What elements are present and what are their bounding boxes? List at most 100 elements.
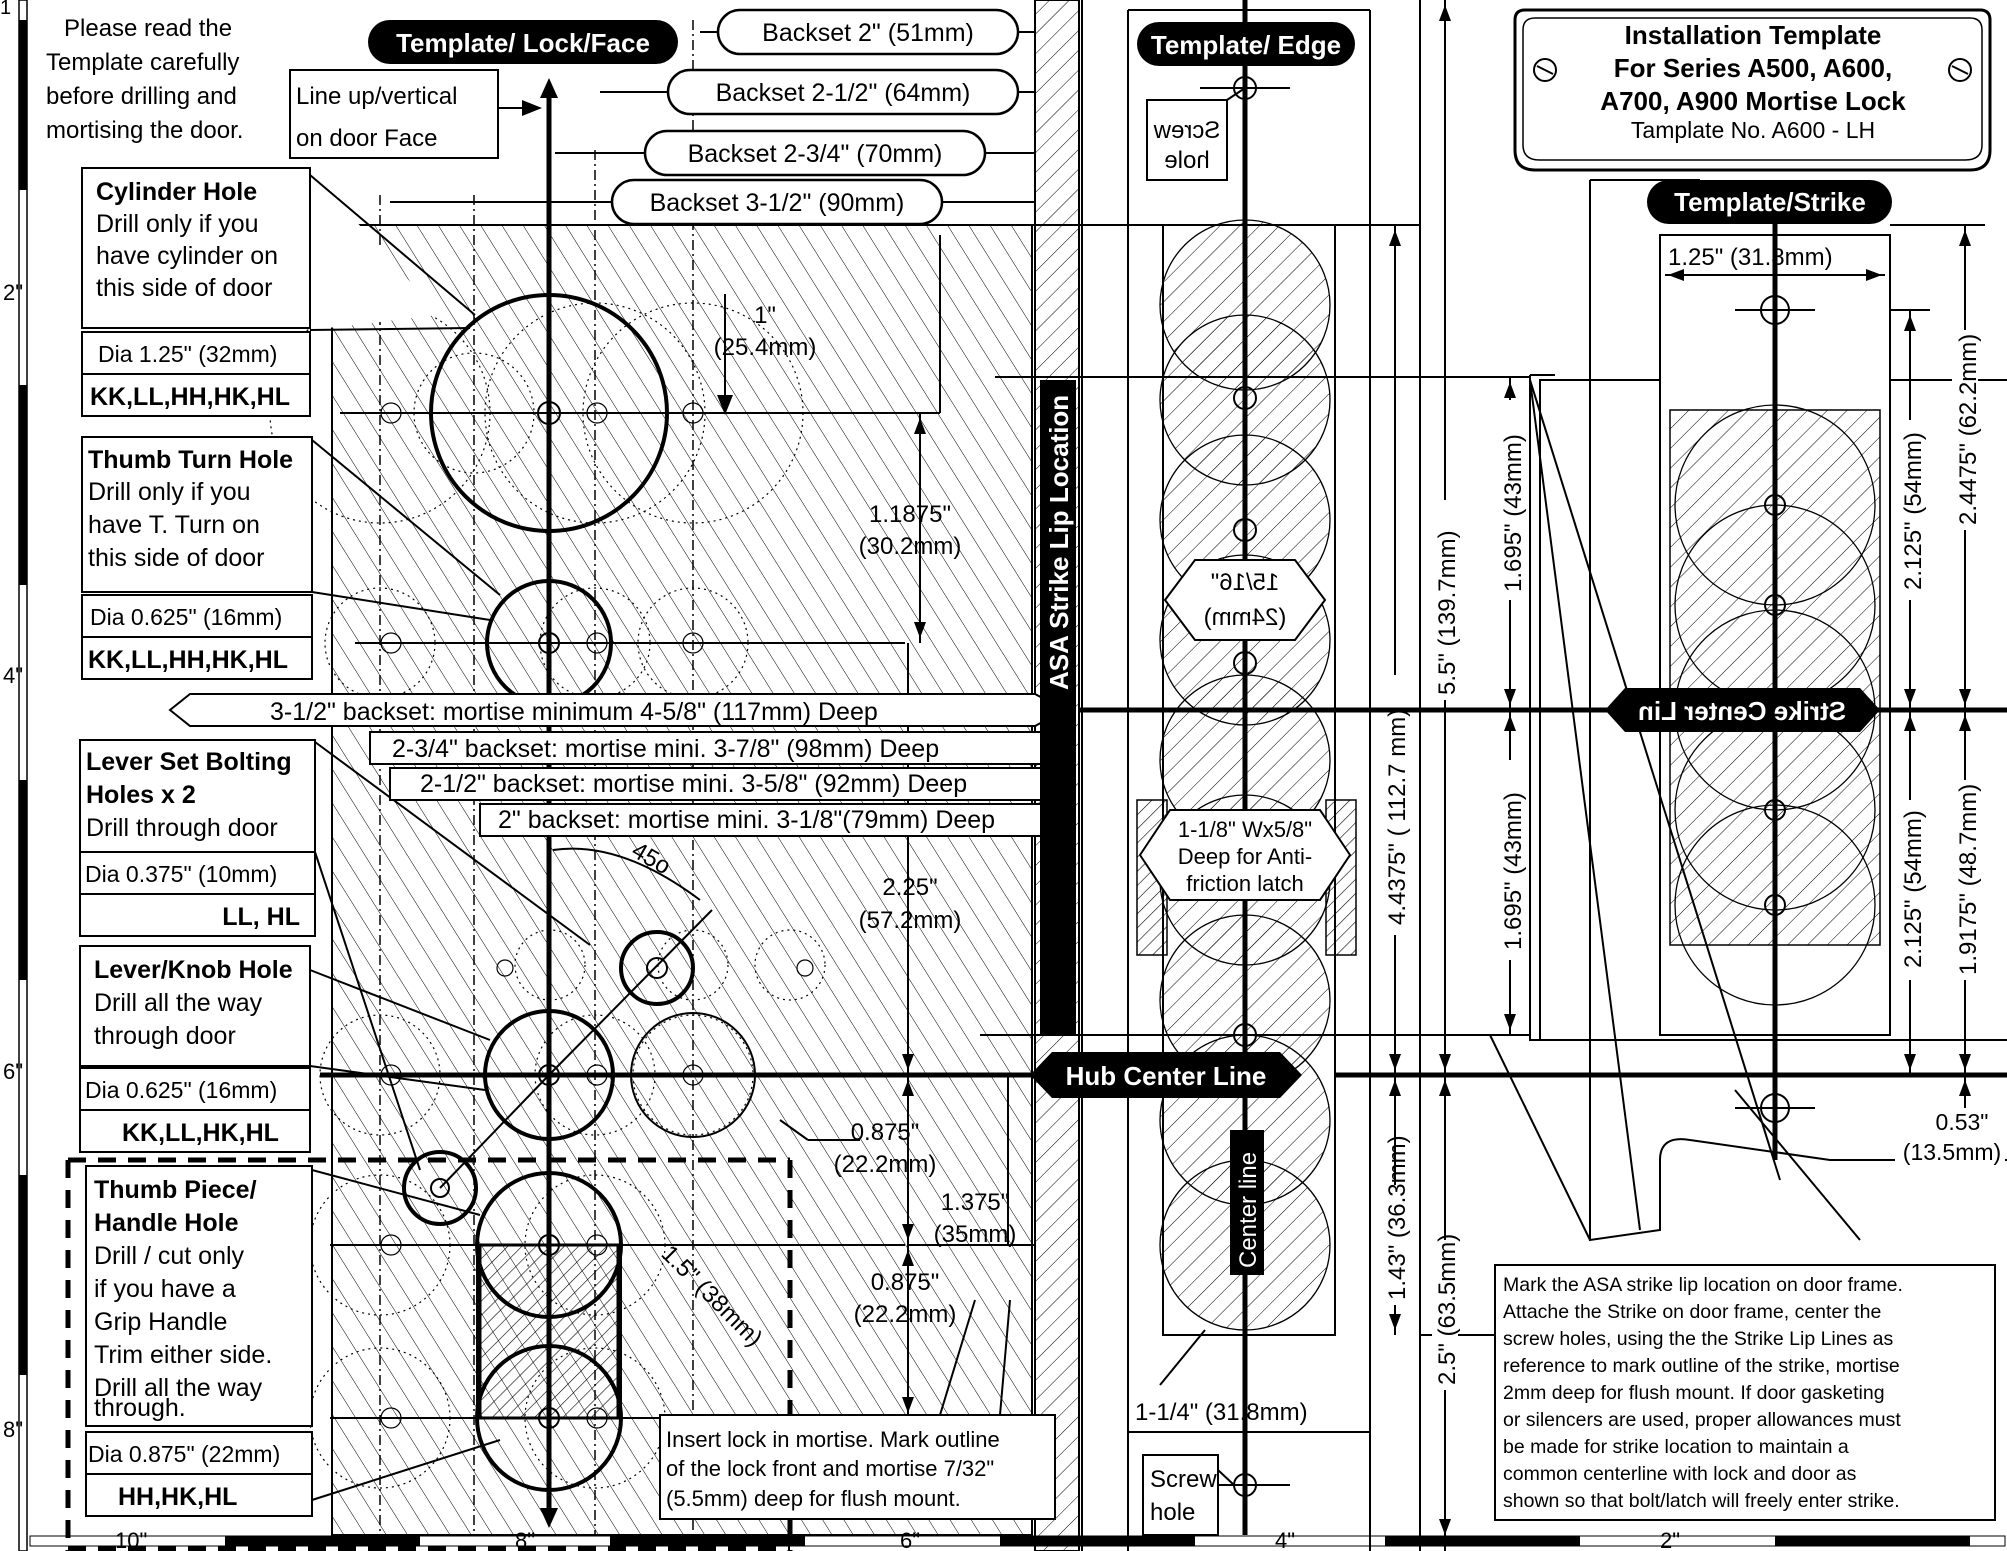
center-line-label: Center line (1235, 1152, 1262, 1268)
title-line-4: Tamplate No. A600 - LH (1631, 117, 1875, 143)
dim-225-a: 2.25" (882, 874, 937, 901)
cylinder-codes: KK,LL,HH,HK,HL (90, 383, 290, 411)
thumb-piece-title-1: Thumb Piece/ (94, 1176, 257, 1204)
lever-knob-hole (483, 1009, 615, 1141)
edge-title: Template/ Edge (1151, 30, 1341, 60)
dim-0875a-a: 0.875" (851, 1119, 920, 1146)
thumb-turn-dia: Dia 0.625" (16mm) (90, 604, 282, 630)
ruler-tick-2: 2" (3, 280, 23, 305)
strike-note: Mark the ASA strike lip location on door… (1494, 1264, 1996, 1521)
strike-note-1: Mark the ASA strike lip location on door… (1503, 1274, 1903, 1296)
thumb-piece-desc-5: Drill all the way (94, 1374, 263, 1402)
dim-1695a: 1.695" (43mm) (1500, 434, 1527, 592)
dim-2125b: 2.125" (54mm) (1900, 810, 1927, 968)
thumb-piece-zone (65, 1157, 793, 1551)
thumb-turn-hole-label: Thumb Turn Hole Drill only if you have T… (81, 436, 501, 680)
mortise-depth-2: 2" backset: mortise mini. 3-1/8"(79mm) D… (498, 806, 995, 834)
strike-note-9: shown so that bolt/latch will freely ent… (1503, 1490, 1900, 1512)
strike-note-6: or silencers are used, proper allowances… (1503, 1409, 1901, 1431)
ruler-tick-10: 10" (115, 1528, 147, 1551)
intro-line-3: before drilling and (46, 83, 237, 110)
dim-44375: 4.4375" ( 112.7 mm) (1384, 709, 1411, 925)
cylinder-desc-3: this side of door (96, 274, 273, 302)
lever-bolt-title-1: Lever Set Bolting (86, 748, 292, 776)
insert-note-3: (5.5mm) deep for flush mount. (666, 1486, 961, 1511)
cylinder-title: Cylinder Hole (96, 178, 257, 206)
title-plate: Installation Template For Series A500, A… (1513, 8, 1992, 172)
cylinder-dia: Dia 1.25" (32mm) (98, 341, 277, 367)
lever-knob-desc-2: through door (94, 1022, 236, 1050)
intro-text: Please read the Template carefully befor… (46, 15, 243, 144)
insert-note-2: of the lock front and mortise 7/32" (666, 1456, 994, 1481)
thumb-turn-desc-1: Drill only if you (88, 478, 251, 506)
lever-bolt-label: Lever Set Bolting Holes x 2 Drill throug… (79, 739, 591, 1171)
title-line-2: For Series A500, A600, (1614, 53, 1892, 83)
lever-knob-codes: KK,LL,HK,HL (122, 1119, 279, 1147)
cylinder-hole-label: Cylinder Hole Drill only if you have cyl… (81, 167, 476, 417)
dim-2125a: 2.125" (54mm) (1900, 432, 1927, 590)
lever-knob-label: Lever/Knob Hole Drill all the way throug… (79, 945, 491, 1153)
dim-225-b: (57.2mm) (859, 907, 962, 934)
ruler-tick-1: 1 (0, 0, 11, 19)
latch-line-3: friction latch (1186, 871, 1303, 896)
thumb-turn-title: Thumb Turn Hole (88, 446, 293, 474)
insert-lock-note: Insert lock in mortise. Mark outline of … (659, 1299, 1056, 1520)
backset-2-1-2: Backset 2-1/2" (64mm) (716, 79, 971, 107)
mortise-depth-3-1-2: 3-1/2" backset: mortise minimum 4-5/8" (… (270, 698, 878, 726)
lever-bolt-title-2: Holes x 2 (86, 781, 196, 809)
thumb-piece-desc-4: Trim either side. (94, 1341, 272, 1369)
screw-hole-top-2: hole (1164, 147, 1209, 174)
strike-note-7: be made for strike location to maintain … (1503, 1436, 1849, 1458)
lock-face-label: Template/ Lock/Face (368, 20, 678, 64)
cylinder-desc-1: Drill only if you (96, 210, 259, 238)
ruler-tick-4: 4" (3, 663, 23, 688)
cylinder-desc-2: have cylinder on (96, 242, 278, 270)
hub-center-line: Hub Center Line (1030, 1052, 1302, 1098)
ruler-tick-6: 6" (3, 1059, 23, 1084)
thumb-turn-desc-3: this side of door (88, 544, 265, 572)
strike-center-line-label: Strike Center Lin (1638, 696, 1846, 726)
thumb-piece-desc-2: if you have a (94, 1275, 236, 1303)
strike-note-4: reference to mark outline of the strike,… (1503, 1355, 1900, 1377)
dim-55: 5.5" (139.7mm) (1434, 530, 1461, 695)
thumb-piece-desc-3: Grip Handle (94, 1308, 227, 1336)
strike-lip-location-label: ASA Strike Lip Location (1044, 395, 1074, 690)
ruler-tick-4b: 4" (1275, 1528, 1295, 1551)
edge-template: Template/ Edge Screw hole 15/16" (24mm) … (1081, 0, 1421, 1551)
cylinder-hole (429, 293, 669, 533)
intro-line-4: mortising the door. (46, 117, 243, 144)
strike-dimensions: 1.695" (43mm) 1.695" (43mm) 2.125" (54mm… (1497, 224, 2005, 1178)
latch-line-2: Deep for Anti- (1178, 844, 1313, 869)
line-up-1: Line up/vertical (296, 83, 457, 110)
line-up-2: on door Face (296, 125, 437, 152)
left-ruler: 1 2" 4" 6" 8" (0, 0, 28, 1551)
dim-1in-b: (25.4mm) (714, 334, 817, 361)
dim-143: 1.43" (36.3mm) (1384, 1135, 1411, 1300)
dim-0875b-a: 0.875" (871, 1269, 940, 1296)
dim-125: 1.25" (31.8mm) (1668, 244, 1833, 271)
backset-2: Backset 2" (51mm) (762, 19, 974, 47)
lever-bolt-hole (619, 930, 695, 1006)
strike-note-2: Attache the Strike on door frame, center… (1503, 1301, 1881, 1323)
dim-1695b: 1.695" (43mm) (1500, 792, 1527, 950)
title-line-1: Installation Template (1625, 20, 1882, 50)
thumb-piece-label: Thumb Piece/ Handle Hole Drill / cut onl… (85, 1165, 501, 1517)
latch-line-1: 1-1/8" Wx5/8" (1178, 817, 1312, 842)
lever-bolt-codes: LL, HL (222, 903, 300, 931)
thumb-piece-codes: HH,HK,HL (118, 1483, 237, 1511)
strike-lip-location-bar: ASA Strike Lip Location (1040, 380, 1076, 1035)
screw-icon-left (1533, 58, 1557, 82)
thumb-turn-desc-2: have T. Turn on (88, 511, 260, 539)
strike-note-5: 2mm deep for flush mount. If door gasket… (1503, 1382, 1885, 1404)
dim-1375-b: (35mm) (934, 1221, 1017, 1248)
intro-line-1: Please read the (64, 15, 232, 42)
thumb-piece-title-2: Handle Hole (94, 1209, 239, 1237)
dim-11875-a: 1.1875" (869, 501, 951, 528)
screw-hole-top-1: Screw (1153, 117, 1220, 144)
dim-053-a: 0.53" (1936, 1109, 1989, 1135)
ruler-tick-8: 8" (3, 1417, 23, 1442)
line-up-box: Line up/vertical on door Face (289, 69, 542, 159)
dim-11875-b: (30.2mm) (859, 533, 962, 560)
dim-1-1-4: 1-1/4" (31.8mm) (1135, 1399, 1308, 1426)
